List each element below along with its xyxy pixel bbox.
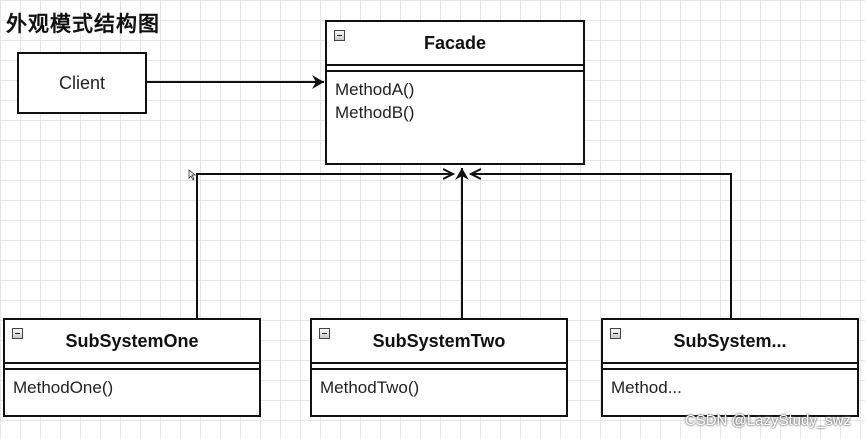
collapse-icon[interactable] bbox=[12, 328, 23, 339]
cursor-icon bbox=[188, 169, 197, 181]
subsystem-one-connector bbox=[196, 174, 453, 318]
subsystem-more-divider bbox=[603, 364, 857, 370]
client-box[interactable]: Client bbox=[17, 52, 147, 114]
subsystem-two-method: MethodTwo() bbox=[320, 378, 420, 397]
facade-name: Facade bbox=[423, 32, 487, 53]
subsystem-two-methods: MethodTwo() bbox=[312, 370, 566, 405]
subsystem-more-methods: Method... bbox=[603, 370, 857, 405]
subsystem-one-class[interactable]: SubSystemOne MethodOne() bbox=[3, 318, 261, 417]
subsystem-two-class[interactable]: SubSystemTwo MethodTwo() bbox=[310, 318, 568, 417]
facade-class[interactable]: Facade MethodA() MethodB() bbox=[325, 20, 585, 165]
collapse-icon[interactable] bbox=[610, 328, 621, 339]
subsystem-one-methods: MethodOne() bbox=[5, 370, 259, 405]
subsystem-one-name: SubSystemOne bbox=[65, 330, 199, 351]
facade-method: MethodA() bbox=[335, 80, 415, 99]
subsystem-more-header: SubSystem... bbox=[603, 320, 857, 364]
collapse-icon[interactable] bbox=[319, 328, 330, 339]
subsystem-more-method: Method... bbox=[611, 378, 682, 397]
subsystem-two-divider bbox=[312, 364, 566, 370]
subsystem-one-method: MethodOne() bbox=[13, 378, 114, 397]
subsystem-two-header: SubSystemTwo bbox=[312, 320, 566, 364]
subsystem-one-header: SubSystemOne bbox=[5, 320, 259, 364]
facade-attributes-divider bbox=[327, 66, 583, 72]
subsystem-more-connector bbox=[471, 174, 732, 318]
diagram-title: 外观模式结构图 bbox=[6, 11, 160, 36]
subsystem-more-class[interactable]: SubSystem... Method... bbox=[601, 318, 859, 417]
facade-methods: MethodA() MethodB() bbox=[327, 72, 583, 130]
client-label: Client bbox=[58, 72, 106, 93]
subsystem-more-name: SubSystem... bbox=[673, 330, 787, 351]
watermark: CSDN @LazyStudy_swz bbox=[684, 412, 851, 429]
collapse-icon[interactable] bbox=[334, 30, 345, 41]
subsystem-two-name: SubSystemTwo bbox=[372, 330, 506, 351]
facade-header: Facade bbox=[327, 22, 583, 66]
subsystem-one-divider bbox=[5, 364, 259, 370]
facade-method: MethodB() bbox=[335, 103, 415, 122]
